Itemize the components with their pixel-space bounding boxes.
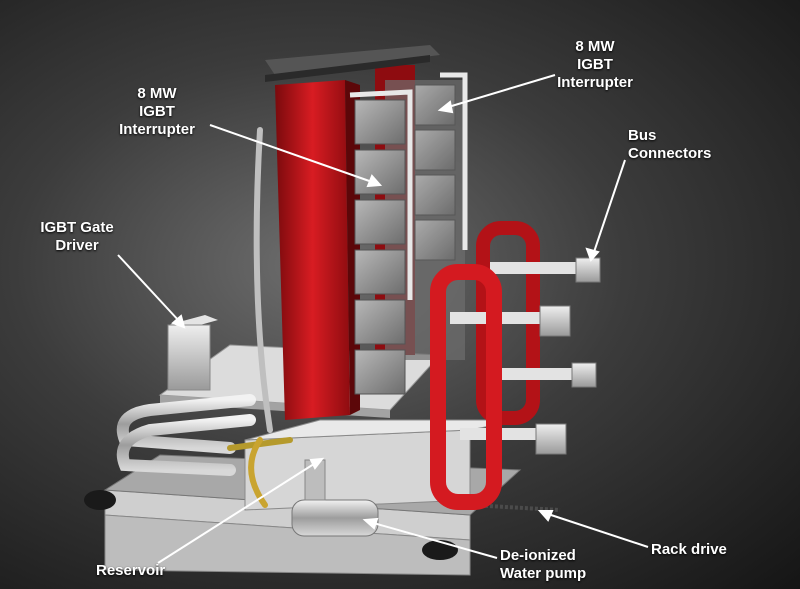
label-line: 8 MW [575,38,615,55]
label-line: Water pump [500,565,587,582]
label-line: IGBT [577,56,613,73]
bus-bar-loop-front [430,264,502,510]
front-interrupter-panel [275,80,360,420]
label-line: Interrupter [119,121,195,138]
label-bus-connectors: Bus Connectors [628,127,711,163]
leader-arrows [117,74,649,564]
igbt-module-stack [354,84,456,395]
label-line: Connectors [628,145,712,162]
top-rails [265,45,440,82]
label-line: Interrupter [557,74,633,91]
label-line: IGBT Gate [40,219,114,236]
cooling-pipe-coil [116,127,293,508]
label-line: De-ionized [500,547,576,564]
label-line: Driver [55,237,99,254]
label-line: Bus [628,127,657,144]
bus-connector-arms [450,257,601,455]
label-line: 8 MW [137,85,177,102]
label-rack-drive: Rack drive [651,541,727,558]
label-reservoir: Reservoir [96,562,166,579]
label-line: IGBT [139,103,175,120]
reservoir-tank [244,419,521,511]
label-igbt-interrupter-right: 8 MW IGBT Interrupter [540,38,650,92]
water-pipes [349,72,468,300]
label-igbt-gate-driver: IGBT Gate Driver [22,219,132,255]
label-deionized-water-pump: De-ionized Water pump [500,547,586,583]
label-igbt-interrupter-left: 8 MW IGBT Interrupter [102,85,212,139]
gate-driver-box [167,315,218,391]
water-pump [291,459,379,537]
